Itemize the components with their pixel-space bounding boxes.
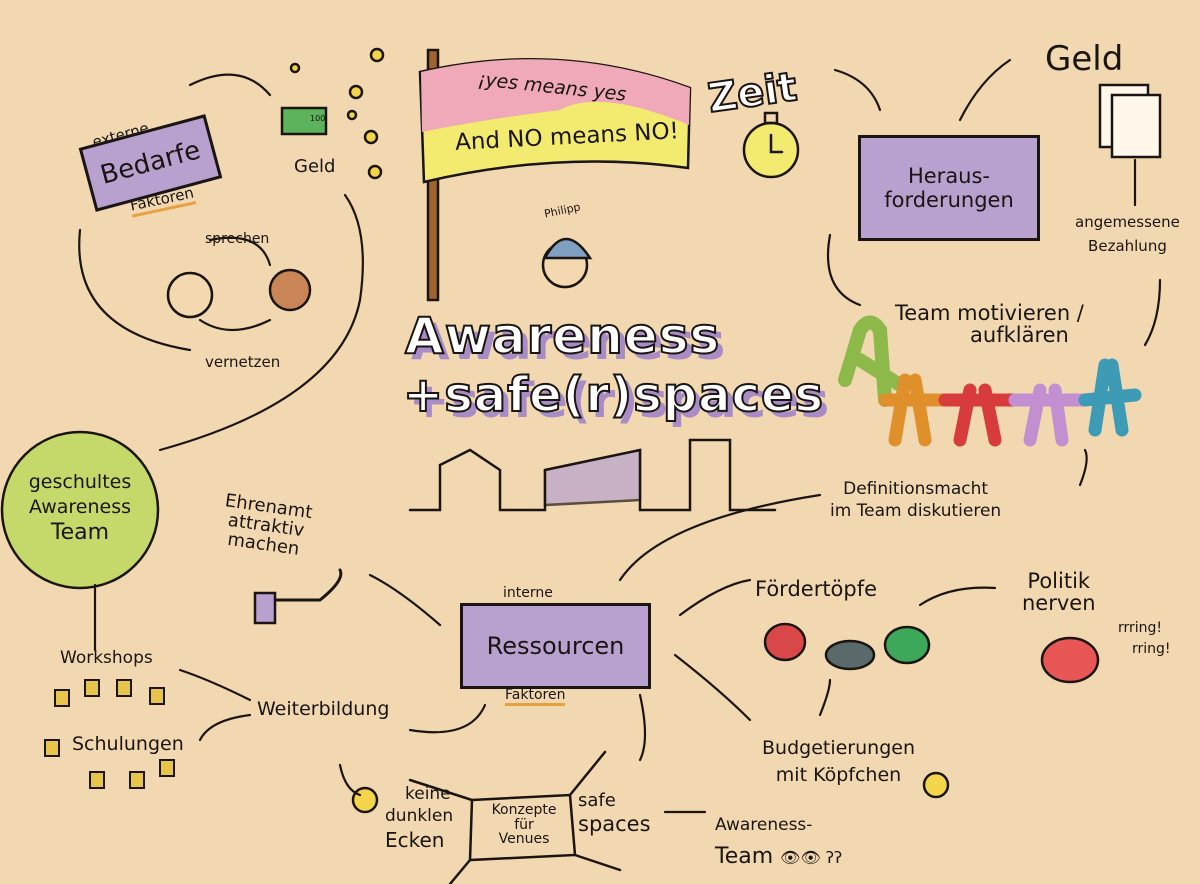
- politik-line: nerven: [1022, 591, 1096, 616]
- lightbulb-icon: [922, 771, 950, 799]
- pot-grey-icon: [824, 639, 876, 671]
- pot-red-icon: [763, 622, 807, 662]
- arrows: [78, 58, 1162, 814]
- pot-green-icon: [883, 625, 931, 665]
- definitionsmacht-text: Definitionsmacht im Team diskutieren: [830, 478, 1001, 522]
- eye-ear-icons: 👁👁 ʔʔ: [780, 848, 843, 868]
- title-line1: Awareness: [404, 307, 721, 365]
- awareness-team-circle-text: geschultes Awareness Team: [10, 470, 150, 548]
- money-icon: [280, 106, 328, 136]
- konzepte-line: Venues: [498, 831, 550, 848]
- herausforderungen-line: forderungen: [884, 188, 1014, 212]
- awareness-team-line: Team 👁👁 ʔʔ: [715, 839, 842, 874]
- konzepte-text: Konzepte für Venues: [478, 803, 570, 847]
- definitionsmacht-line: Definitionsmacht: [843, 479, 989, 499]
- telephone-icon: [1040, 636, 1100, 684]
- coins-icon: [289, 47, 385, 180]
- definitionsmacht-line: im Team diskutieren: [830, 501, 1002, 522]
- politik-text: Politik nerven: [1022, 570, 1096, 614]
- geld-label: Geld: [294, 156, 336, 177]
- weiterbildung-label: Weiterbildung: [257, 698, 390, 720]
- face-icon: [268, 268, 312, 312]
- team-line: aufklären: [970, 323, 1069, 348]
- konzepte-line: Konzepte: [491, 802, 557, 818]
- rring-line: rring!: [1132, 641, 1171, 657]
- awareness-team-line: Awareness-: [715, 815, 813, 835]
- ehrenamt-text: Ehrenamt attraktiv machen: [218, 490, 314, 560]
- ressourcen-box: Ressourcen: [460, 603, 651, 689]
- bezahlung-text: angemessene Bezahlung: [1075, 210, 1180, 258]
- lightbulb-icon: [351, 786, 379, 814]
- bezahlung-line: angemessene: [1075, 213, 1180, 231]
- rring-text: rrring! rring!: [1118, 618, 1171, 660]
- budget-line: mit Köpfchen: [775, 763, 902, 786]
- safe-spaces-text: safe spaces: [578, 790, 651, 837]
- awareness-team-bottom-text: Awareness- Team 👁👁 ʔʔ: [715, 812, 842, 874]
- sprechen-label: sprechen: [205, 231, 270, 247]
- money-note-value: 100: [310, 114, 326, 123]
- vernetzen-label: vernetzen: [205, 353, 281, 371]
- geld-right-label: Geld: [1045, 39, 1124, 79]
- awareness-team-circle: [0, 430, 160, 590]
- budget-text: Budgetierungen mit Köpfchen: [762, 735, 915, 788]
- schulungen-label: Schulungen: [72, 733, 184, 755]
- faktoren-internal-label: Faktoren: [505, 688, 566, 706]
- bedarfe-label: Bedarfe: [97, 135, 204, 191]
- bezahlung-line: Bezahlung: [1088, 237, 1167, 255]
- people-chain: [838, 315, 1142, 447]
- circle-line: Awareness: [28, 495, 132, 518]
- title-line2: +safe(r)spaces: [402, 367, 825, 423]
- politik-line: Politik: [1027, 569, 1091, 593]
- safe-spaces-line: spaces: [578, 811, 651, 836]
- keine-line: dunklen: [385, 806, 454, 827]
- interne-label: interne: [503, 585, 553, 601]
- keine-text: keine dunklen Ecken: [385, 783, 453, 853]
- team-motivieren-text: Team motivieren / aufklären: [895, 302, 1084, 346]
- face-icon: [166, 271, 214, 319]
- herausforderungen-box: Heraus- forderungen: [858, 135, 1040, 241]
- workshops-label: Workshops: [60, 648, 153, 668]
- rring-line: rrring!: [1118, 620, 1163, 636]
- budget-line: Budgetierungen: [762, 737, 915, 759]
- circle-line: Team: [50, 520, 110, 546]
- flexed-arm-icon: [256, 568, 343, 602]
- ressourcen-label: Ressourcen: [486, 632, 625, 660]
- herausforderungen-line: Heraus-: [907, 164, 991, 188]
- team-line: Team motivieren /: [895, 301, 1084, 325]
- foerdertoepfe-label: Fördertöpfe: [755, 577, 878, 601]
- team-word: Team: [715, 844, 774, 870]
- keine-line: Ecken: [385, 828, 445, 853]
- safe-spaces-line: safe: [578, 790, 616, 811]
- keine-line: keine: [405, 784, 451, 804]
- chairs-icon: [44, 679, 175, 789]
- konzepte-line: für: [514, 816, 534, 833]
- circle-line: geschultes: [28, 471, 132, 493]
